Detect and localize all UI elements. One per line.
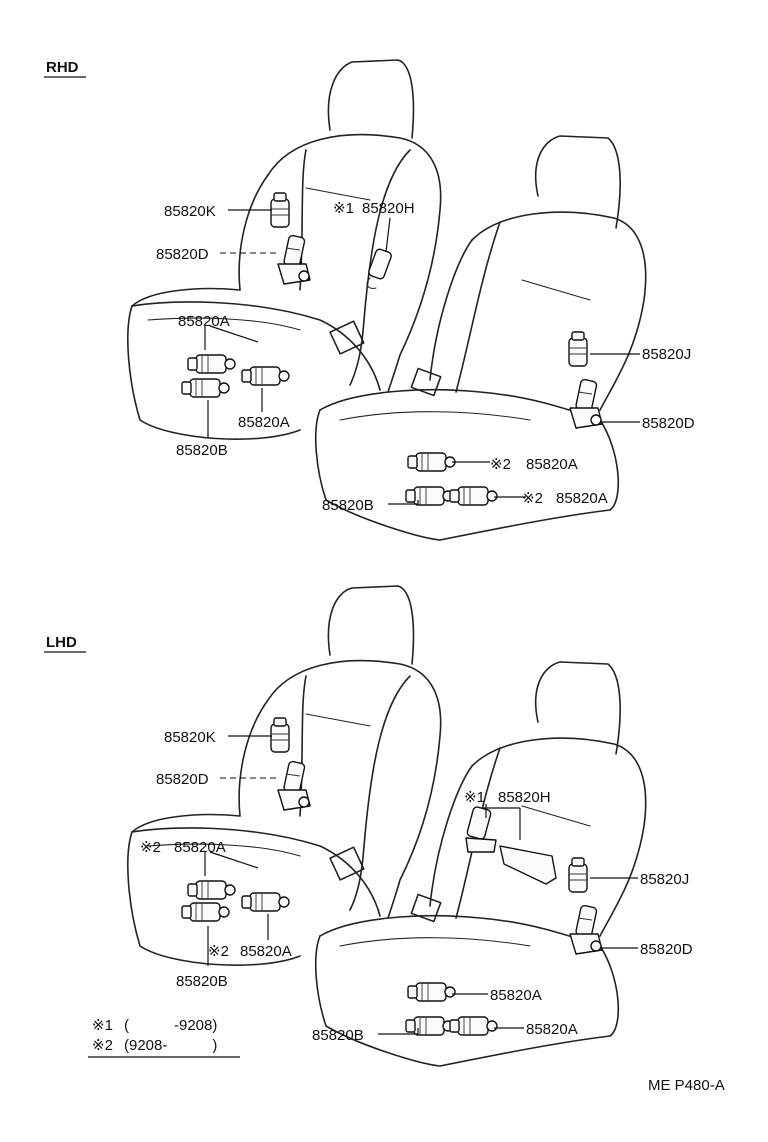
rhd-part-85820d-left — [277, 234, 311, 285]
rhd-part-85820h — [366, 248, 392, 289]
lhd-label-85820b-left: 85820B — [176, 973, 228, 990]
lhd-mark-2b: ※2 — [208, 943, 229, 960]
rhd-mark-1: ※1 — [333, 200, 354, 217]
rhd-label-85820j: 85820J — [642, 346, 691, 363]
lhd-part-85820b-left — [181, 902, 230, 922]
legend: ※1 ( -9208) ※2 (9208- ) — [88, 1017, 240, 1058]
lhd-label-85820h: 85820H — [498, 789, 551, 806]
rhd-label-85820b-right: 85820B — [322, 497, 374, 514]
rhd-label-85820a-right1: 85820A — [526, 456, 578, 473]
rhd-part-85820a-mid — [241, 366, 290, 386]
lhd-left-seat — [127, 585, 442, 966]
rhd-part-85820j — [568, 331, 588, 367]
lhd-label-85820d-right: 85820D — [640, 941, 693, 958]
lhd-right-seat — [314, 661, 647, 1067]
rhd-label-85820a-mid: 85820A — [238, 414, 290, 431]
rhd-label-85820a-top: 85820A — [178, 313, 230, 330]
legend-mark-1: ※1 — [92, 1017, 113, 1034]
lhd-label-85820a-top: 85820A — [174, 839, 226, 856]
lhd-section: LHD — [44, 585, 693, 1067]
lhd-part-85820d-left — [277, 760, 311, 811]
rhd-label-85820b-left: 85820B — [176, 442, 228, 459]
lhd-mark-1: ※1 — [464, 789, 485, 806]
lhd-part-85820a-right1 — [407, 982, 456, 1002]
rhd-title: RHD — [46, 59, 79, 76]
lhd-part-85820h — [465, 806, 557, 885]
rhd-right-seat — [314, 135, 647, 541]
lhd-part-85820b-right — [405, 1016, 454, 1036]
lhd-mark-2a: ※2 — [140, 839, 161, 856]
rhd-label-85820k: 85820K — [164, 203, 216, 220]
lhd-label-85820a-right1: 85820A — [490, 987, 542, 1004]
rhd-part-85820d-right — [569, 378, 603, 429]
rhd-label-85820d-right: 85820D — [642, 415, 695, 432]
rhd-part-85820k — [270, 192, 290, 228]
lhd-part-85820k — [270, 717, 290, 753]
rhd-part-85820a-right1 — [407, 452, 456, 472]
diagram-code: ME P480-A — [648, 1077, 725, 1094]
lhd-part-85820j — [568, 857, 588, 893]
lhd-part-85820a-right2 — [449, 1016, 498, 1036]
legend-mark-2: ※2 — [92, 1037, 113, 1054]
lhd-label-85820k: 85820K — [164, 729, 216, 746]
lhd-label-85820b-right: 85820B — [312, 1027, 364, 1044]
lhd-title: LHD — [46, 634, 77, 651]
rhd-label-85820h: 85820H — [362, 200, 415, 217]
legend-range-1: ( -9208) — [124, 1017, 217, 1034]
lhd-part-85820a-upper — [187, 880, 236, 900]
rhd-section: RHD — [44, 59, 695, 541]
lhd-part-85820a-mid — [241, 892, 290, 912]
legend-range-2: (9208- ) — [124, 1037, 217, 1054]
rhd-part-85820a-right2 — [449, 486, 498, 506]
rhd-mark-2b: ※2 — [522, 490, 543, 507]
rhd-part-85820b-left — [181, 378, 230, 398]
rhd-label-85820d-left: 85820D — [156, 246, 209, 263]
rhd-label-85820a-right2: 85820A — [556, 490, 608, 507]
rhd-left-seat — [127, 59, 442, 440]
lhd-label-85820d-left: 85820D — [156, 771, 209, 788]
lhd-label-85820j: 85820J — [640, 871, 689, 888]
lhd-part-85820d-right — [569, 904, 603, 955]
rhd-mark-2a: ※2 — [490, 456, 511, 473]
lhd-label-85820a-mid: 85820A — [240, 943, 292, 960]
rhd-part-85820a-upper — [187, 354, 236, 374]
rhd-part-85820b-right — [405, 486, 454, 506]
lhd-label-85820a-right2: 85820A — [526, 1021, 578, 1038]
